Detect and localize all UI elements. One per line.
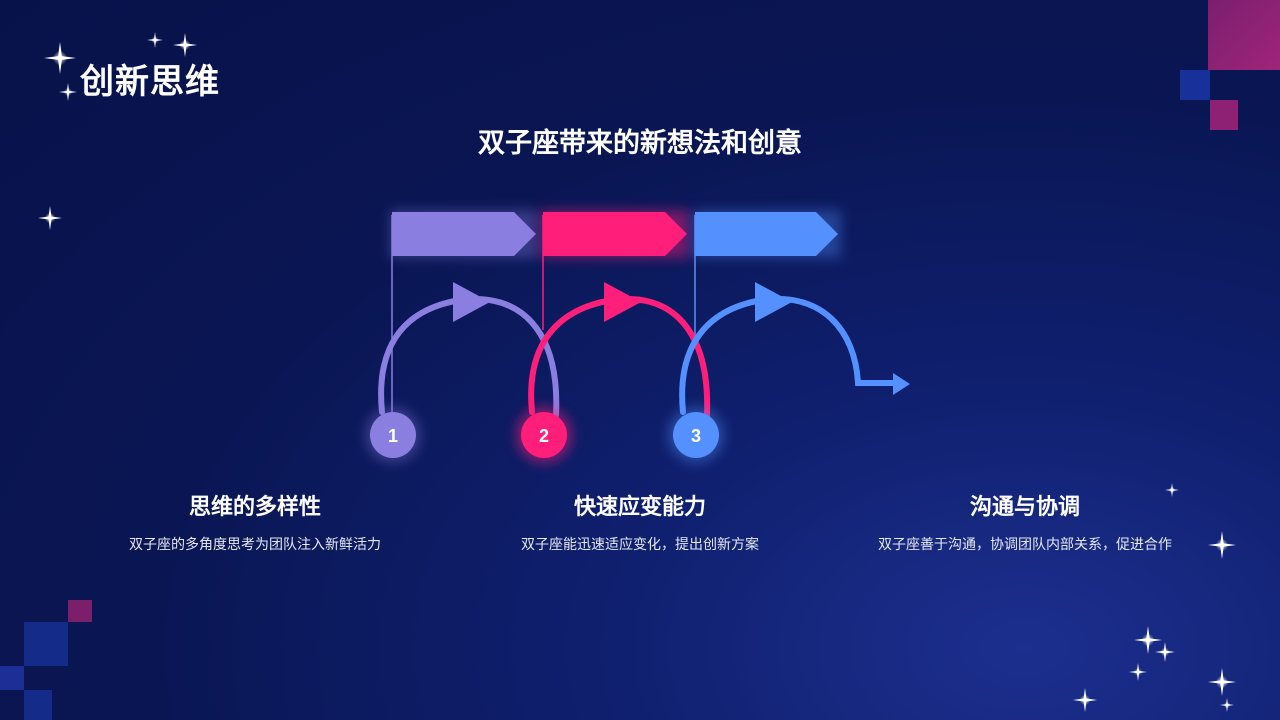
arrowhead-1 [453,282,490,322]
step-badge-3 [673,412,719,458]
step-2-heading: 快速应变能力 [573,495,706,520]
step-badge-1 [370,412,416,458]
sparkle-star-icon [1220,698,1234,712]
pixel-decor-bottom-left-1 [68,600,92,622]
sparkle-star-icon [173,33,197,57]
pixel-decor-bottom-left-4 [24,690,52,720]
sparkle-star-icon [44,42,76,74]
step-1-description: 双子座的多角度思考为团队注入新鲜活力 [129,537,381,553]
arrowhead-2 [604,282,641,322]
slide-title: 创新思维 [80,62,220,102]
step-2-description: 双子座能迅速适应变化，提出创新方案 [521,537,759,553]
pixel-decor-bottom-left-3 [0,666,24,690]
step-1-heading: 思维的多样性 [188,495,321,520]
step-badge-2 [521,412,567,458]
flag-group [390,210,841,415]
flag-arrow-icon [543,212,687,256]
arrowhead-3 [755,282,792,322]
step-number-1: 1 [388,426,398,446]
flag-arrow-icon [695,212,838,256]
step-number-2: 2 [539,426,549,446]
sparkle-star-icon [1208,668,1236,696]
badge-group: 1 2 3 [365,407,724,463]
slide-subtitle: 双子座带来的新想法和创意 [478,128,802,159]
step-3-description: 双子座善于沟通，协调团队内部关系，促进合作 [878,537,1172,553]
sparkle-star-icon [1155,642,1175,662]
pixel-decor-top-right-2 [1180,70,1210,100]
sparkle-star-icon [147,32,163,48]
sparkle-star-icon [59,83,77,101]
pixel-decor-top-right-1 [1208,0,1280,70]
sparkle-star-icon [1073,688,1097,712]
sparkle-star-icon [1134,626,1162,654]
pixel-decor-bottom-left-2 [24,622,68,666]
sparkle-star-icon [1165,483,1179,497]
flag-arrow-icon [392,212,536,256]
step-3-heading: 沟通与协调 [969,495,1080,520]
sparkle-star-icon [38,206,62,230]
sparkle-star-icon [1129,663,1147,681]
arrowhead-end [893,373,910,395]
pixel-decor-top-right-3 [1210,100,1238,130]
sparkle-group [38,32,1236,712]
sparkle-star-icon [1208,531,1236,559]
curved-arrow-icon [679,295,899,415]
step-number-3: 3 [691,426,701,446]
